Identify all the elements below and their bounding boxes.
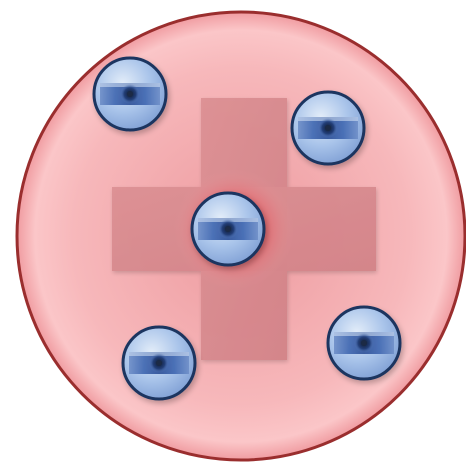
electron-icon: [94, 58, 166, 130]
electron-icon: [192, 193, 264, 265]
electron-icon: [123, 327, 195, 399]
electron-icon: [292, 92, 364, 164]
electron-icon: [328, 307, 400, 379]
